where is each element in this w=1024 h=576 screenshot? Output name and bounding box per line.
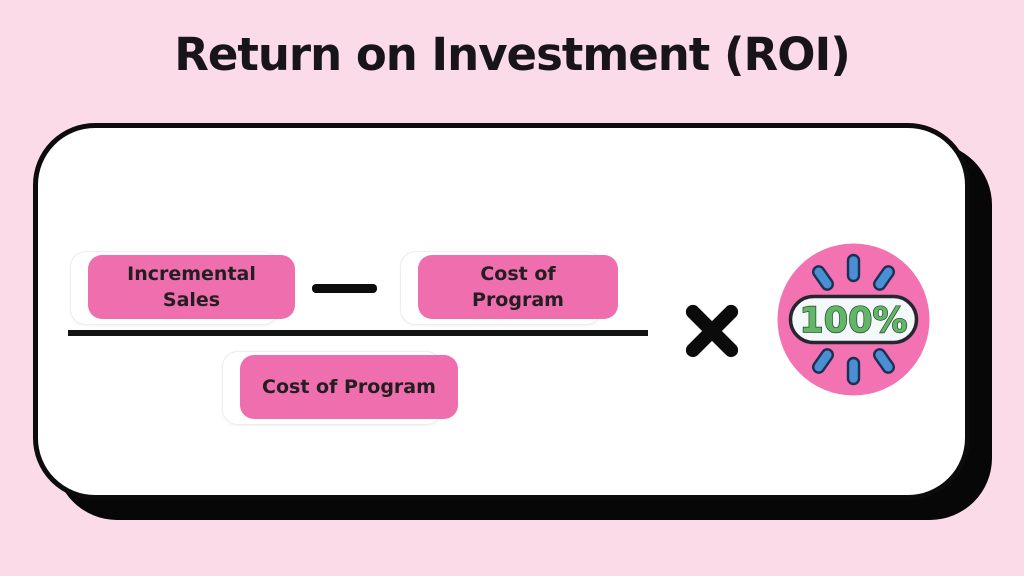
fraction-divider-line bbox=[68, 330, 648, 336]
formula-card: Incremental Sales Cost of Program Cost o… bbox=[33, 123, 970, 500]
page-title: Return on Investment (ROI) bbox=[174, 28, 851, 81]
cost-of-program-denominator-label: Cost of Program bbox=[262, 376, 436, 398]
minus-icon bbox=[312, 284, 377, 293]
cost-of-program-numerator-line2: Program bbox=[472, 289, 564, 311]
hundred-percent-badge-graphic: 100% bbox=[777, 243, 930, 396]
badge-rays bbox=[811, 253, 896, 386]
multiply-icon bbox=[683, 302, 741, 360]
incremental-sales-line1: Incremental bbox=[127, 263, 256, 285]
cost-of-program-numerator-chip: Cost of Program bbox=[418, 255, 618, 319]
cost-of-program-numerator-line1: Cost of bbox=[480, 263, 556, 285]
cost-of-program-denominator-chip: Cost of Program bbox=[240, 355, 458, 419]
hundred-percent-badge: 100% bbox=[776, 242, 931, 397]
incremental-sales-line2: Sales bbox=[162, 289, 221, 311]
badge-value: 100% bbox=[799, 301, 907, 341]
badge-pill bbox=[788, 294, 919, 345]
incremental-sales-chip: Incremental Sales bbox=[88, 255, 295, 319]
